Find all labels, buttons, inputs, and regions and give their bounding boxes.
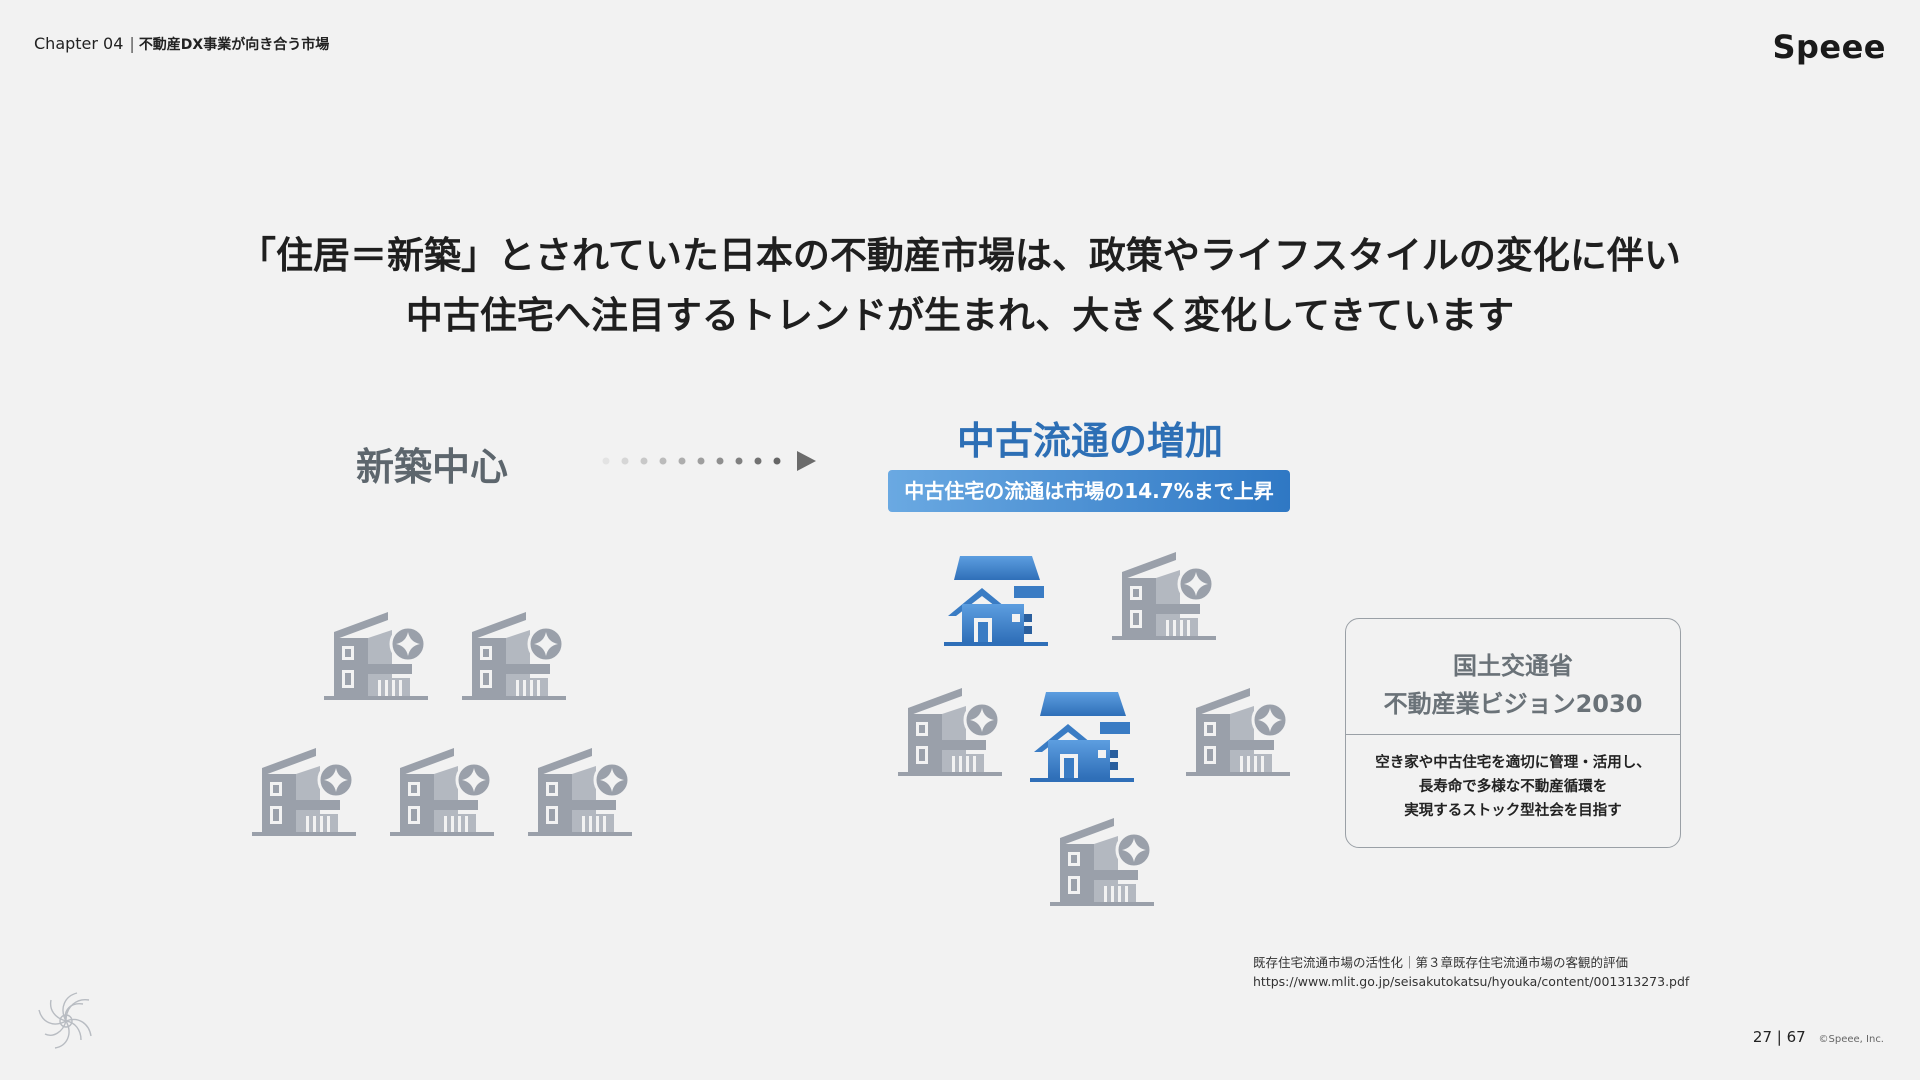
new-house-icon xyxy=(1180,676,1292,784)
vision-body: 空き家や中古住宅を適切に管理・活用し、 長寿命で多様な不動産循環を 実現するスト… xyxy=(1346,751,1680,823)
page-indicator: 27 | 67 ©Speee, Inc. xyxy=(1753,1028,1884,1046)
new-house-icon xyxy=(1106,540,1218,648)
brand-logo: Speee xyxy=(1772,28,1886,66)
source-title: 既存住宅流通市場の活性化｜第３章既存住宅流通市場の客観的評価 xyxy=(1253,955,1629,970)
new-house-icon xyxy=(246,736,358,844)
headline-line-2: 中古住宅へ注目するトレンドが生まれ、大きく変化してきています xyxy=(405,294,1515,337)
used-house-icon xyxy=(940,546,1052,654)
vision-title-line-2: 不動産業ビジョン2030 xyxy=(1383,690,1643,718)
page-number: 27 xyxy=(1752,1028,1773,1046)
used-market-badge: 中古住宅の流通は市場の14.7%まで上昇 xyxy=(888,470,1290,512)
vision-title-line-1: 国土交通省 xyxy=(1453,652,1573,680)
page-total: 67 xyxy=(1786,1028,1806,1046)
mlit-vision-card: 国土交通省 不動産業ビジョン2030 空き家や中古住宅を適切に管理・活用し、 長… xyxy=(1345,618,1681,848)
source-note: 既存住宅流通市場の活性化｜第３章既存住宅流通市場の客観的評価 https://w… xyxy=(1253,953,1689,991)
vision-divider xyxy=(1346,734,1680,735)
copyright: ©Speee, Inc. xyxy=(1818,1034,1884,1045)
source-url[interactable]: https://www.mlit.go.jp/seisakutokatsu/hy… xyxy=(1253,974,1690,989)
vision-body-line-2: 長寿命で多様な不動産循環を xyxy=(1418,779,1608,795)
slide-headline: 「住居＝新築」とされていた日本の不動産市場は、政策やライフスタイルの変化に伴い … xyxy=(0,226,1920,346)
new-house-icon xyxy=(522,736,634,844)
headline-line-1: 「住居＝新築」とされていた日本の不動産市場は、政策やライフスタイルの変化に伴い xyxy=(239,234,1681,277)
new-build-label: 新築中心 xyxy=(356,445,509,489)
chapter-title: 不動産DX事業が向き合う市場 xyxy=(138,37,330,53)
swirl-logo-icon xyxy=(38,992,92,1049)
used-market-title: 中古流通の増加 xyxy=(956,419,1223,463)
new-house-icon xyxy=(384,736,496,844)
used-house-icon xyxy=(1026,682,1138,790)
vision-body-line-1: 空き家や中古住宅を適切に管理・活用し、 xyxy=(1375,755,1651,771)
chapter-heading: Chapter 04 |不動産DX事業が向き合う市場 xyxy=(34,34,329,54)
vision-title: 国土交通省 不動産業ビジョン2030 xyxy=(1346,647,1680,723)
chapter-number: Chapter 04 xyxy=(34,34,124,53)
vision-body-line-3: 実現するストック型社会を目指す xyxy=(1404,803,1622,819)
chapter-separator: | xyxy=(129,34,135,53)
new-house-icon xyxy=(1044,806,1156,914)
new-house-icon xyxy=(892,676,1004,784)
page-separator: | xyxy=(1776,1028,1782,1046)
new-house-icon xyxy=(318,600,430,708)
dotted-arrow-icon xyxy=(602,451,816,471)
new-house-icon xyxy=(456,600,568,708)
